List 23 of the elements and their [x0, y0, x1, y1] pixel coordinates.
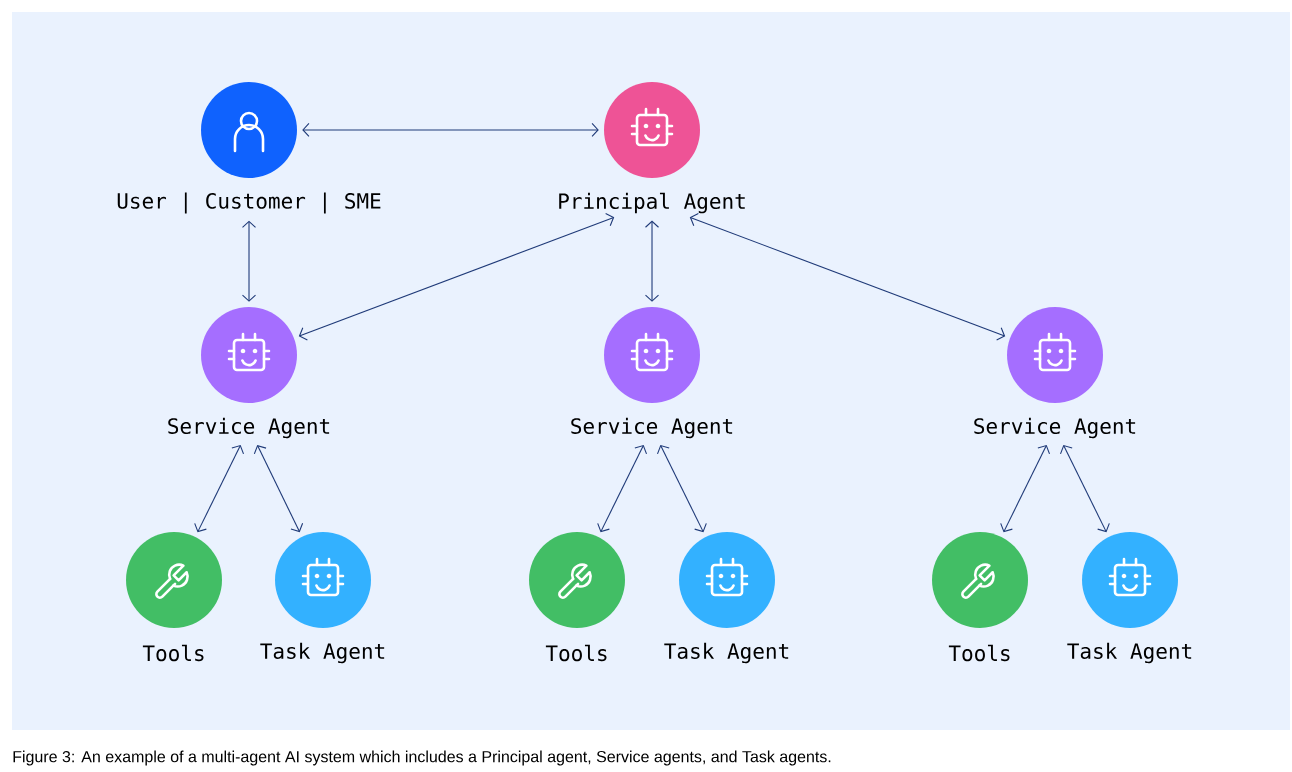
arrow: [1000, 444, 1051, 533]
node-label: Service Agent: [571, 417, 733, 439]
node-label: Service Agent: [974, 417, 1136, 439]
arrow: [302, 122, 599, 138]
arrow: [298, 213, 615, 341]
arrow: [656, 444, 707, 533]
node-label: Task Agent: [1067, 642, 1192, 664]
arrow: [644, 220, 660, 302]
node-label: Service Agent: [168, 417, 330, 439]
arrow: [597, 444, 648, 533]
arrow: [241, 220, 257, 302]
arrow: [689, 213, 1006, 341]
node-label: Task Agent: [664, 642, 789, 664]
arrow: [253, 444, 304, 533]
arrow: [194, 444, 245, 533]
node-label: Task Agent: [260, 642, 385, 664]
node-label: User | Customer | SME: [117, 192, 381, 214]
node-label: Tools: [545, 644, 607, 662]
node-label: Tools: [142, 644, 204, 662]
caption: Figure 3: An example of a multi-agent AI system which includes a Principal agent, Service agents, and Task agents.: [13, 750, 831, 766]
node-label: Principal Agent: [559, 192, 745, 214]
node-label: Tools: [948, 644, 1010, 662]
arrow: [1059, 444, 1110, 533]
